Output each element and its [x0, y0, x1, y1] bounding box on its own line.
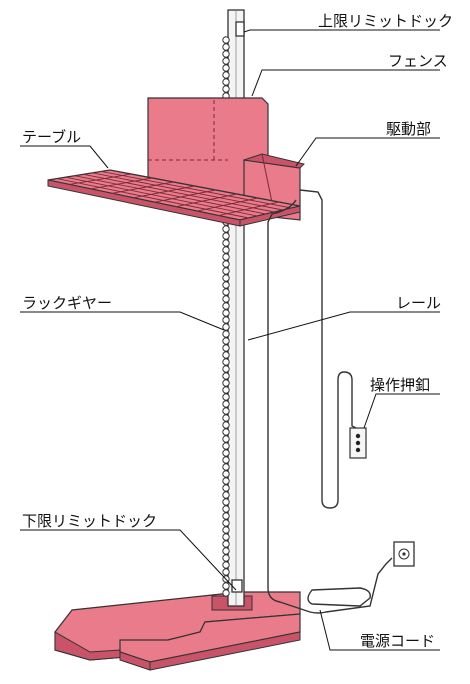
- rack-tooth: [222, 281, 230, 289]
- rack-tooth: [222, 295, 230, 303]
- rack-tooth: [222, 519, 230, 527]
- power-cord: [267, 189, 393, 614]
- rack-tooth: [222, 358, 230, 366]
- rack-tooth: [222, 330, 230, 338]
- rack-tooth: [222, 463, 230, 471]
- rack-tooth: [222, 386, 230, 394]
- table-grid-line: [218, 201, 279, 216]
- table-grid-line: [74, 175, 266, 215]
- lower-limit-dog: [231, 579, 243, 593]
- label-drive-unit: 駆動部: [386, 120, 432, 138]
- table-grid-line: [90, 177, 153, 190]
- rack-tooth: [222, 540, 230, 548]
- table-grid-line: [69, 173, 132, 185]
- table-grid-line: [175, 193, 237, 208]
- rack-tooth: [222, 232, 230, 240]
- rack-tooth: [222, 302, 230, 310]
- power-outlet: [393, 541, 415, 567]
- table-grid-line: [56, 178, 249, 219]
- rack-tooth: [222, 414, 230, 422]
- rack-tooth: [222, 71, 230, 79]
- leader-lines: [20, 29, 440, 651]
- rack-tooth: [222, 421, 230, 429]
- rack-tooth: [222, 225, 230, 233]
- rack-tooth: [222, 491, 230, 499]
- rack-tooth: [222, 526, 230, 534]
- rack-tooth: [222, 323, 230, 331]
- rack-tooth: [222, 85, 230, 93]
- table-grid-line: [111, 181, 174, 194]
- rack-tooth: [222, 456, 230, 464]
- rack-tooth: [222, 498, 230, 506]
- label-rail: レール: [396, 294, 442, 312]
- rack-tooth: [222, 36, 230, 44]
- table-grid-line: [83, 173, 275, 213]
- rack-tooth: [222, 484, 230, 492]
- table-grid-line: [92, 172, 283, 211]
- rack-tooth: [222, 407, 230, 415]
- table-grid-line: [154, 189, 216, 203]
- base-plate: [54, 591, 301, 671]
- table-grid-line: [65, 176, 258, 217]
- rack-tooth: [222, 57, 230, 65]
- rack-tooth: [222, 64, 230, 72]
- rack-tooth: [222, 533, 230, 541]
- rack-tooth: [222, 260, 230, 268]
- table: [47, 169, 301, 227]
- rack-tooth: [222, 477, 230, 485]
- rack-tooth: [222, 435, 230, 443]
- rack-tooth: [222, 267, 230, 275]
- rack-tooth: [222, 337, 230, 345]
- rack-tooth: [222, 309, 230, 317]
- table-grid-line: [197, 197, 258, 212]
- label-lower-limit-dog: 下限リミットドック: [22, 512, 158, 530]
- rack-tooth: [222, 43, 230, 51]
- rack-tooth: [222, 505, 230, 513]
- rack-tooth: [222, 239, 230, 247]
- rack-tooth: [222, 442, 230, 450]
- control-pendant: [349, 427, 367, 459]
- rack-tooth: [222, 246, 230, 254]
- rack-tooth: [222, 274, 230, 282]
- rack-tooth: [222, 428, 230, 436]
- rack-tooth: [222, 547, 230, 555]
- upper-limit-dog: [235, 21, 245, 37]
- rack-tooth: [222, 470, 230, 478]
- rack-tooth: [222, 372, 230, 380]
- rack-tooth: [222, 344, 230, 352]
- rack-tooth: [222, 78, 230, 86]
- rack-tooth: [222, 568, 230, 576]
- label-power-cord: 電源コード: [360, 632, 436, 650]
- rack-tooth: [222, 351, 230, 359]
- table-grid-line: [133, 185, 195, 199]
- rack-tooth: [222, 379, 230, 387]
- rack-tooth: [222, 393, 230, 401]
- rack-tooth: [222, 316, 230, 324]
- table-grid-line: [101, 170, 292, 209]
- rack-gear: [222, 36, 230, 597]
- label-upper-limit-dog: 上限リミットドック: [318, 12, 454, 30]
- rack-tooth: [222, 288, 230, 296]
- rack-tooth: [222, 561, 230, 569]
- rack-tooth: [222, 512, 230, 520]
- label-rack-gear: ラックギヤー: [22, 294, 113, 312]
- rack-tooth: [222, 400, 230, 408]
- label-control-pendant: 操作押釦: [370, 376, 431, 394]
- label-table: テーブル: [22, 128, 82, 146]
- rack-tooth: [222, 365, 230, 373]
- rack-tooth: [222, 554, 230, 562]
- rack-tooth: [222, 449, 230, 457]
- rack-tooth: [222, 253, 230, 261]
- rack-tooth: [222, 582, 230, 590]
- rack-tooth: [222, 589, 230, 597]
- rack-tooth: [222, 50, 230, 58]
- label-fence: フェンス: [388, 52, 448, 70]
